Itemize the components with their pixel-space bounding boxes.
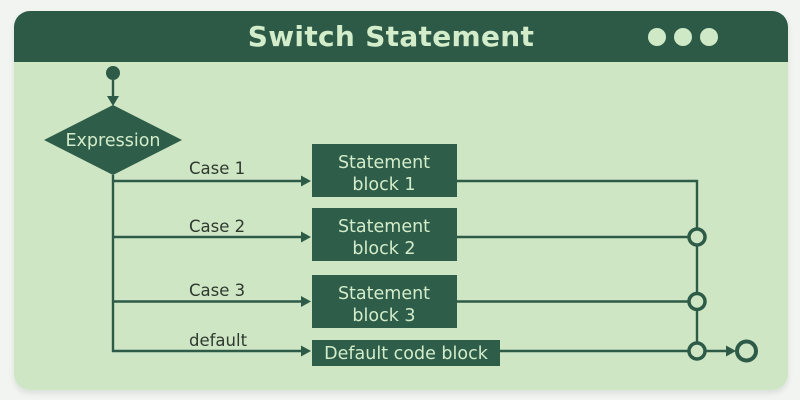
decision-label: Expression [66,131,161,151]
end-node [735,339,758,363]
junction-node [687,291,707,312]
statement-block-label: Statement [338,153,430,173]
titlebar: Switch Statement [14,11,788,62]
arrowhead-icon [301,296,311,307]
arrowhead-icon [107,96,119,106]
default-block-label: Default code block [324,344,489,364]
case-label: Case 2 [189,217,245,236]
statement-block [312,275,457,328]
trunk-connector [111,175,301,353]
start-node [106,66,120,80]
statement-block-label: Statement [338,284,430,304]
window-title: Switch Statement [247,20,535,53]
merge-connector [457,179,699,351]
arrowhead-icon [301,345,311,357]
arrowhead-icon [726,345,736,357]
decision-diamond [44,105,182,175]
window-dot-icon [674,27,692,46]
statement-block-label: block 3 [352,306,415,326]
window-controls [648,27,718,46]
statement-block-label: block 2 [352,239,415,259]
case-label: Case 1 [189,159,245,178]
arrowhead-icon [301,231,311,243]
junction-node [687,227,707,247]
window-dot-icon [648,27,666,46]
statement-block-label: block 1 [352,175,415,195]
default-label: default [189,331,248,350]
arrowhead-icon [301,175,311,187]
case-label: Case 3 [189,281,245,300]
statement-block [312,144,457,197]
window-dot-icon [700,27,718,46]
statement-block-label: Statement [338,217,430,237]
junction-node [687,341,707,361]
default-block [312,340,500,366]
statement-block [312,208,457,261]
